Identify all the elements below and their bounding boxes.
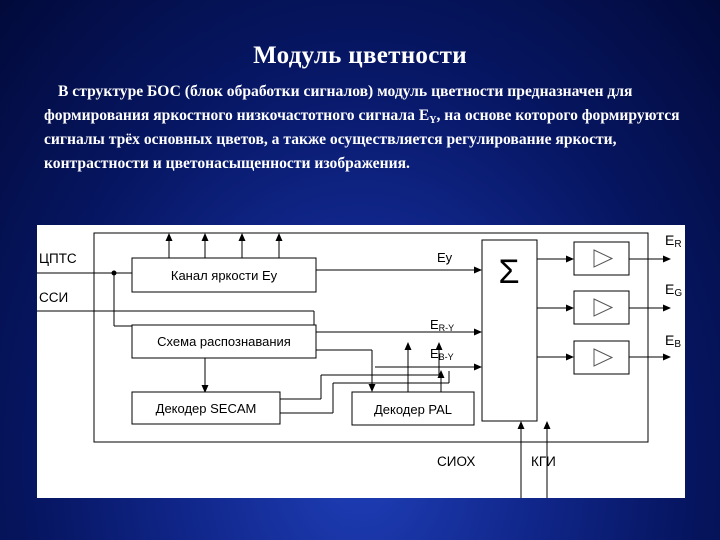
- input-label-cpts: ЦПТС: [39, 251, 77, 266]
- block-decoder-pal: [351, 391, 475, 426]
- amplifier-triangle-icon: [593, 348, 614, 367]
- block-decoder-secam-label: Декодер SECAM: [156, 401, 257, 416]
- control-label-sioh: СИОХ: [437, 454, 475, 469]
- ey-signal-label: Еу: [437, 250, 453, 265]
- block-luma-channel: [131, 257, 317, 293]
- module-frame: [93, 232, 649, 443]
- control-label-kgi: КГИ: [531, 454, 556, 469]
- block-recognition: [131, 324, 317, 359]
- output-label-eb: EB: [665, 332, 681, 350]
- block-decoder-pal-label: Декодер PAL: [374, 402, 452, 417]
- summator-sigma-icon: Σ: [498, 253, 519, 291]
- amplifier-g: [573, 290, 630, 325]
- amplifier-triangle-icon: [593, 298, 614, 317]
- ery-signal-label: ER-Y: [430, 317, 454, 333]
- amplifier-r: [573, 241, 630, 276]
- input-label-ssi: ССИ: [39, 290, 68, 305]
- output-label-eg: EG: [665, 281, 682, 299]
- slide-body-text: В структуре БОС (блок обработки сигналов…: [44, 80, 694, 176]
- body-text-part2: , на основе которого формируются сигналы…: [44, 107, 680, 172]
- body-text-part1: В структуре БОС (блок обработки сигналов…: [44, 83, 633, 124]
- block-recognition-label: Схема распознавания: [157, 334, 291, 349]
- block-diagram: ЦПТС ССИ Канал яркости Еу Еу Схема распо…: [37, 225, 685, 498]
- body-text-subscript: Y: [429, 115, 437, 126]
- block-summator: [481, 239, 538, 422]
- amplifier-b: [573, 340, 630, 375]
- block-luma-channel-label: Канал яркости Еу: [171, 268, 278, 283]
- amplifier-triangle-icon: [593, 249, 614, 268]
- block-decoder-secam: [131, 391, 281, 425]
- slide-title: Модуль цветности: [253, 42, 467, 69]
- eby-signal-label: EB-Y: [430, 346, 454, 362]
- output-label-er: ER: [665, 232, 682, 250]
